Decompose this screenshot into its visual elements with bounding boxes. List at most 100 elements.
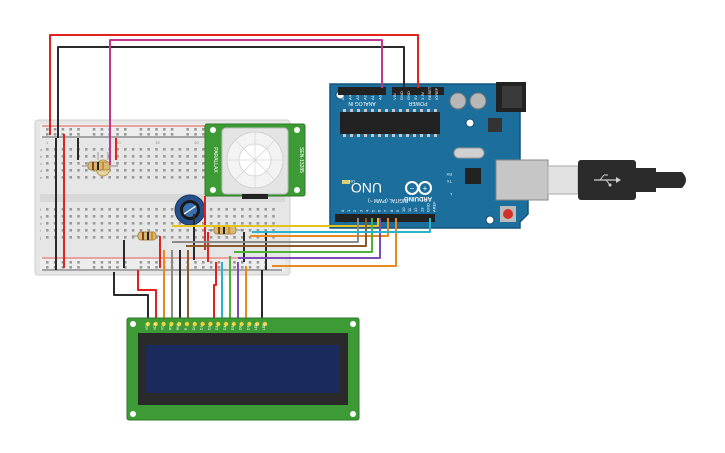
- svg-text:−: −: [410, 184, 415, 193]
- wire-cyan: [252, 218, 431, 233]
- wire-orange: [272, 218, 397, 267]
- usb-chip: [465, 168, 481, 184]
- pin-label: 4: [364, 209, 369, 212]
- wire-red: [213, 262, 217, 320]
- mounting-hole: [350, 411, 356, 417]
- lcd-pin-label: D4: [223, 326, 227, 330]
- mounting-hole: [210, 127, 216, 133]
- lcd-pin-label: D2: [207, 326, 211, 330]
- pin-label: A5: [340, 94, 345, 100]
- pin-label: 7: [383, 209, 388, 212]
- breadboard-col-number: 15: [155, 140, 160, 145]
- arduino-uno: − + UNO ARDUINO ANALOG IN POWER DIGITAL …: [329, 82, 549, 229]
- lcd-pin: [161, 321, 167, 327]
- pin-label: 11: [407, 207, 412, 212]
- breadboard-row-letter: h: [40, 221, 42, 226]
- usb-port: [495, 159, 549, 201]
- pin-label: 3: [358, 209, 363, 212]
- atmega-chip: [340, 112, 440, 134]
- lcd-pin: [145, 321, 151, 327]
- header-digital-label: DIGITAL (PWM ~): [368, 197, 408, 203]
- mounting-hole: [465, 118, 475, 128]
- wire-orange: [250, 218, 389, 237]
- wire-black: [113, 272, 149, 320]
- pin-label: 12: [413, 207, 418, 212]
- pin-label: 3.3V: [420, 91, 425, 100]
- pin-label: A2: [363, 94, 368, 100]
- breadboard-col-number: 1: [46, 140, 49, 145]
- lcd-pin: [184, 321, 190, 327]
- pin-label: 9: [395, 209, 400, 212]
- pir-side-label: PARALLAX: [212, 147, 218, 173]
- arduino-logo: − +: [405, 181, 432, 195]
- header-analog-label: ANALOG IN: [348, 100, 376, 106]
- mounting-hole: [210, 187, 216, 193]
- breadboard-row-letter: d: [40, 168, 42, 173]
- pin-label: 2: [352, 209, 357, 212]
- pin-label: 10: [401, 207, 406, 212]
- pin-label: AREF: [432, 201, 437, 212]
- wires: [49, 34, 431, 320]
- resistor: [132, 231, 160, 241]
- pir-model-label: SEN-13285: [298, 147, 304, 173]
- crystal: [453, 147, 485, 159]
- pin-label: 1: [346, 209, 351, 212]
- mounting-hole: [294, 127, 300, 133]
- pin-label: A1: [370, 94, 375, 100]
- lcd-screen: [146, 345, 340, 393]
- wire-red: [137, 270, 157, 320]
- voltage-regulator: [488, 118, 502, 132]
- lcd-pin: [207, 321, 213, 327]
- pin-label: 5V: [413, 95, 418, 100]
- pin-label: GND: [425, 203, 430, 212]
- svg-text:+: +: [423, 184, 428, 193]
- mounting-hole: [130, 411, 136, 417]
- lcd-pin-label: D1: [200, 326, 204, 330]
- lcd-pin-label: LED: [254, 323, 258, 330]
- wire-gray: [172, 218, 359, 243]
- board-brand: ARDUINO: [404, 195, 432, 201]
- pin-label: A3: [355, 94, 360, 100]
- breadboard-row-letter: f: [40, 207, 42, 212]
- lcd-pin: [153, 321, 159, 327]
- board-model: UNO: [351, 180, 382, 196]
- wire-brown: [186, 218, 367, 247]
- pin-label: 0: [340, 209, 345, 212]
- resistor: [82, 161, 118, 171]
- analog-header: [338, 87, 386, 95]
- breadboard-row-letter: i: [40, 228, 41, 233]
- pin-label: 8: [389, 209, 394, 212]
- breadboard-row-letter: j: [39, 235, 41, 240]
- pin-label: A4: [348, 94, 353, 100]
- lcd-pin-label: D6: [239, 326, 243, 330]
- lcd-pin: [223, 321, 229, 327]
- breadboard-row-letter: a: [40, 147, 43, 152]
- digital-header: [335, 214, 435, 222]
- lcd-pin-header: [145, 321, 268, 327]
- lcd-pin: [231, 321, 237, 327]
- led-tx-label: TX: [447, 179, 452, 184]
- pin-label: VIN: [392, 93, 397, 100]
- lcd-pin-label: D7: [246, 326, 250, 330]
- resistor: [208, 225, 244, 235]
- lcd-pin-label: LED: [262, 323, 266, 330]
- usb-icon: [594, 174, 621, 187]
- breadboard-row-letter: g: [40, 214, 42, 219]
- pin-label: 6: [377, 209, 382, 212]
- pin-label: RESET: [427, 86, 432, 100]
- capacitor: [449, 92, 467, 110]
- wire-green: [234, 218, 373, 253]
- led-rx-label: RX: [446, 172, 452, 177]
- led-on: [342, 180, 350, 184]
- wire-black: [57, 46, 405, 138]
- lcd-pin-label: D3: [215, 326, 219, 330]
- lcd-pin: [246, 321, 252, 327]
- mounting-hole: [350, 321, 356, 327]
- lcd-pin-label: E: [184, 327, 188, 330]
- lcd-pin: [239, 321, 245, 327]
